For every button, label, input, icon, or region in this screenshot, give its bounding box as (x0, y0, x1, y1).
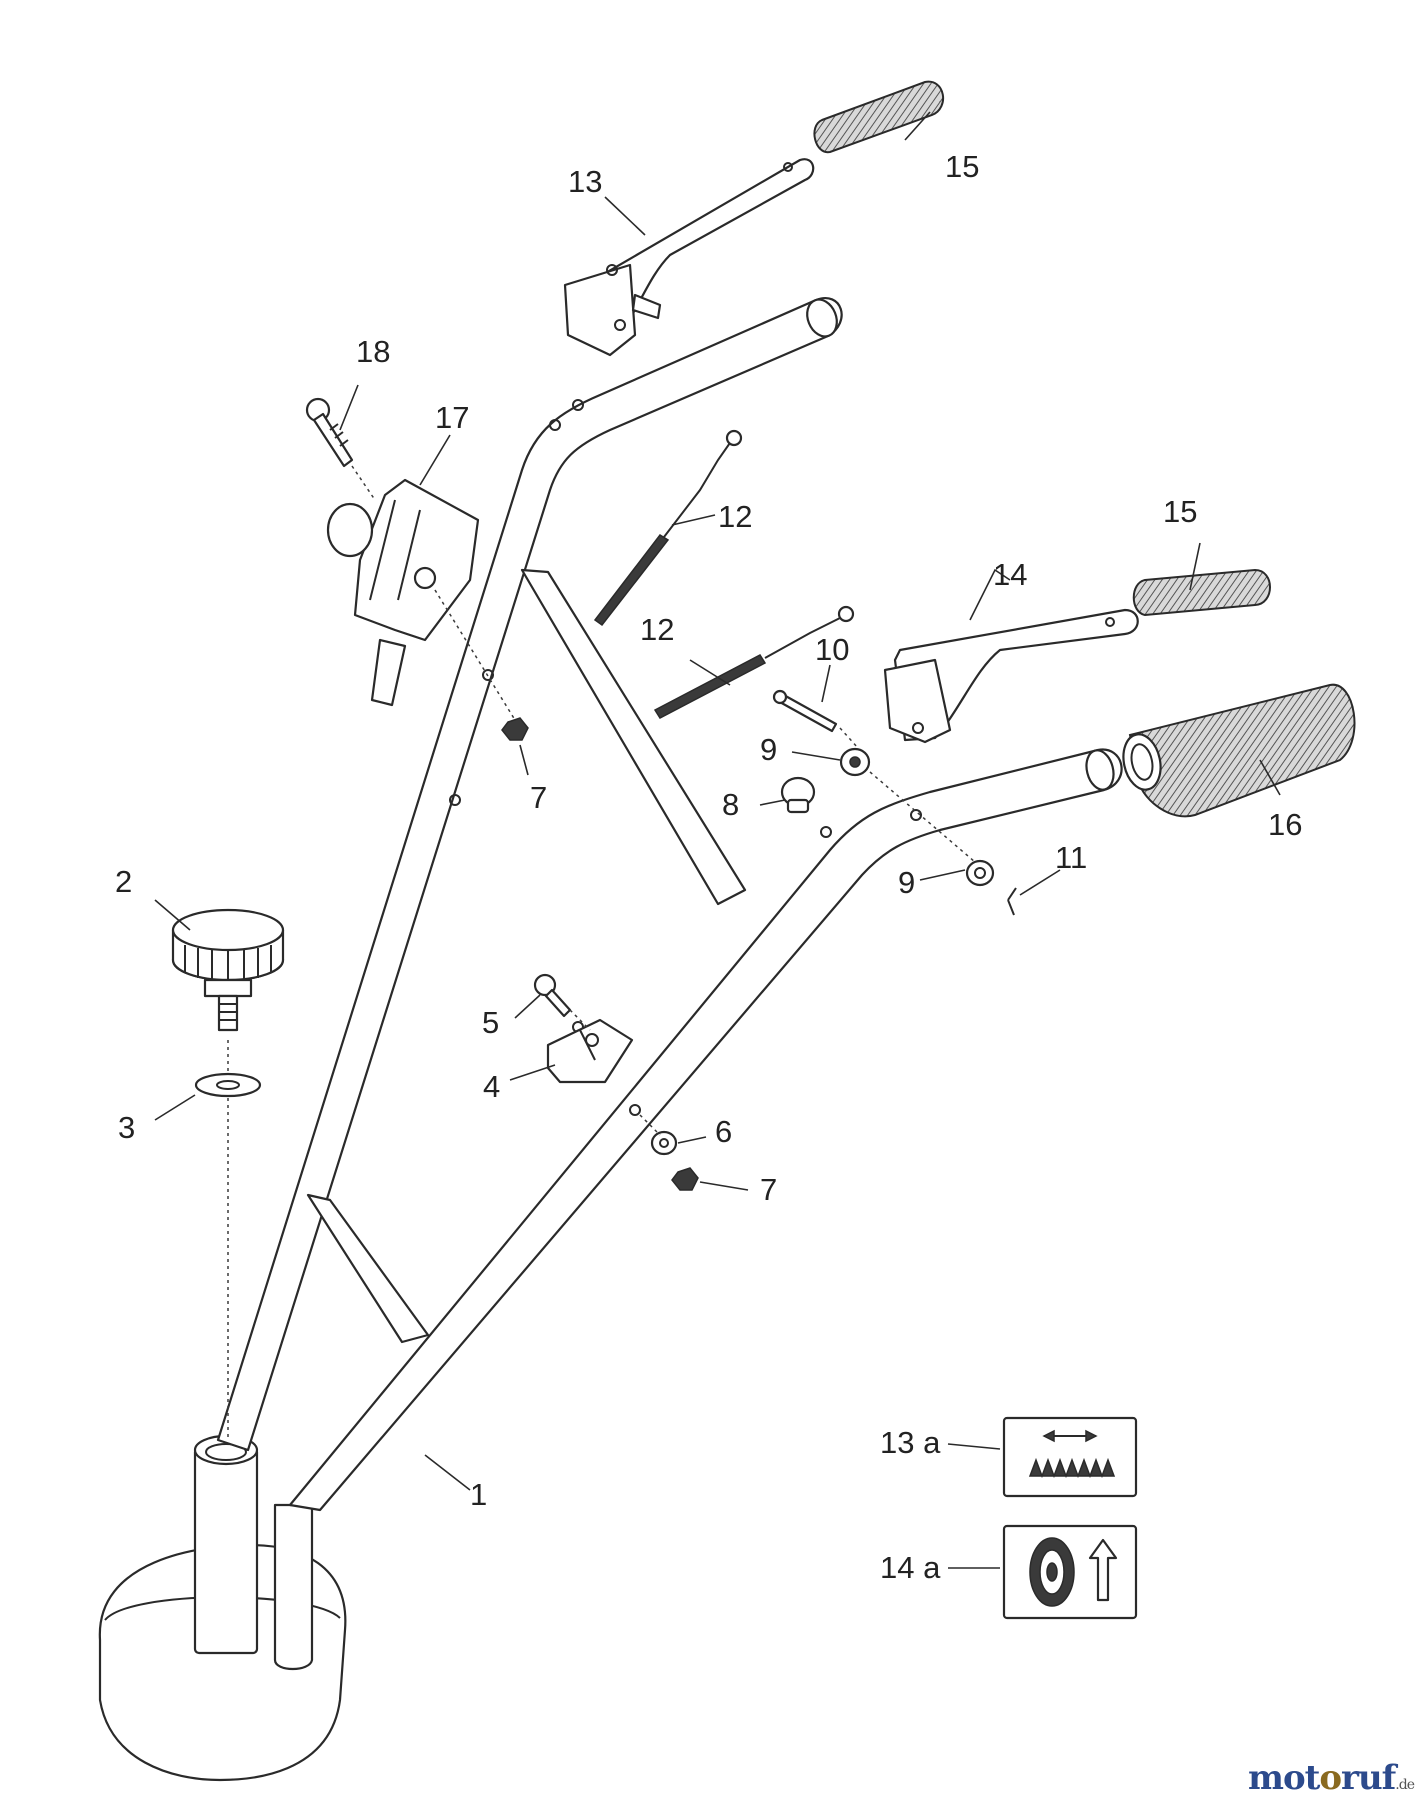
callout-1: 1 (470, 1477, 487, 1512)
callout-9-lower: 9 (898, 865, 915, 900)
callout-12-lower: 12 (640, 612, 674, 647)
callout-15-middle: 15 (1163, 494, 1197, 529)
callout-18: 18 (356, 334, 390, 369)
callout-17: 17 (435, 400, 469, 435)
assembly-lines (227, 465, 976, 1440)
handle-base (98, 1434, 347, 1782)
knob-2 (171, 908, 285, 1032)
clamp-4 (546, 1018, 634, 1084)
screw-5 (533, 973, 572, 1018)
callout-7-upper: 7 (530, 780, 547, 815)
large-grip (1122, 683, 1356, 818)
decal-14a (948, 1524, 1138, 1620)
callout-9-upper: 9 (760, 732, 777, 767)
callout-2: 2 (115, 864, 132, 899)
cable-upper (593, 429, 743, 627)
callout-16: 16 (1268, 807, 1302, 842)
callout-3: 3 (118, 1110, 135, 1145)
cotter-pin-11 (1007, 887, 1017, 916)
callout-10: 10 (815, 632, 849, 667)
callout-4: 4 (483, 1069, 500, 1104)
callout-13a: 13 a (880, 1425, 941, 1460)
bushing-9-upper (839, 747, 871, 777)
bolt-18 (305, 397, 354, 468)
washer-3 (194, 1072, 262, 1098)
callout-15-upper: 15 (945, 149, 979, 184)
callout-13: 13 (568, 164, 602, 199)
callout-12-upper: 12 (718, 499, 752, 534)
callout-labels: 1 2 3 4 5 6 7 7 8 9 9 10 11 12 12 13 14 … (115, 149, 1302, 1585)
callout-11: 11 (1055, 840, 1087, 875)
callout-5: 5 (482, 1005, 499, 1040)
cable-lower (653, 605, 855, 719)
callout-8: 8 (722, 787, 739, 822)
nut-7-upper (501, 717, 529, 741)
bushing-9-lower (965, 859, 995, 887)
cutting-blade-arrows-icon (1028, 1457, 1116, 1479)
callout-7-lower: 7 (760, 1172, 777, 1207)
washer-6 (650, 1130, 678, 1156)
grip-upper (813, 80, 945, 154)
decal-13a (947, 1416, 1138, 1498)
main-frame (216, 297, 1123, 1512)
handle-bracket-lower (883, 608, 1139, 744)
leader-lines (154, 111, 1281, 1491)
callout-14a: 14 a (880, 1550, 941, 1585)
nut-7-lower (671, 1167, 699, 1191)
handle-bracket-upper (563, 158, 815, 357)
tire-forward-arrow-icon (1029, 1537, 1118, 1607)
grip-middle (1132, 568, 1271, 617)
callout-6: 6 (715, 1114, 732, 1149)
callout-14: 14 (993, 557, 1027, 592)
pin-10 (776, 692, 838, 733)
plug-8 (780, 776, 816, 814)
lever-housing (326, 478, 480, 707)
watermark-logo: motoruf.de (1247, 1758, 1415, 1798)
